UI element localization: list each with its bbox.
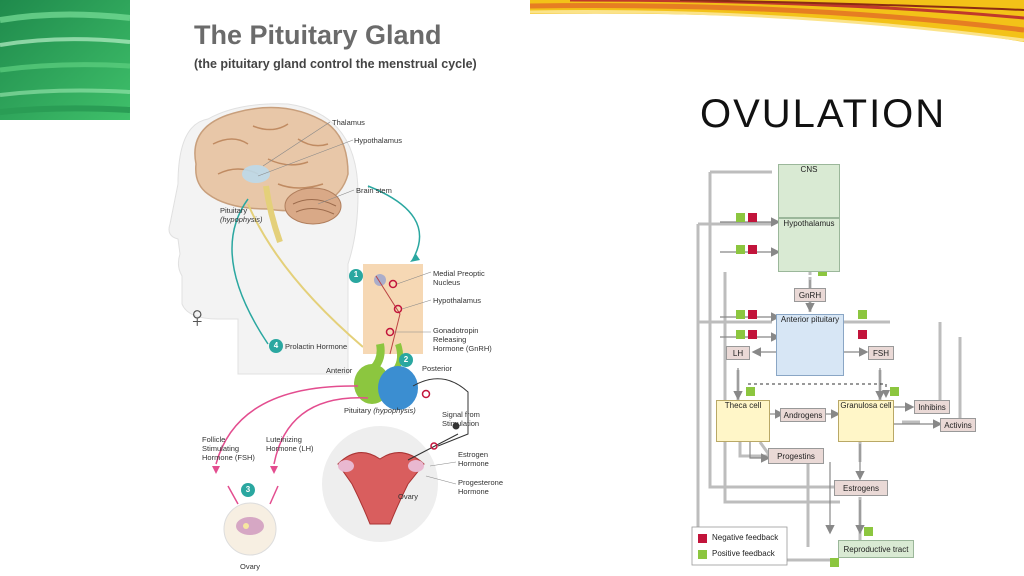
label-progesterone-2: Hormone xyxy=(458,487,489,496)
label-estrogen-1: Estrogen xyxy=(458,450,489,459)
box-gnrh: GnRH xyxy=(794,288,826,302)
box-granulosa-cell: Granulosa cell xyxy=(838,400,894,442)
box-reproductive-tract-label: Reproductive tract xyxy=(843,544,909,554)
box-estrogens-label: Estrogens xyxy=(842,483,880,493)
label-hypothalamus-2: Hypothalamus xyxy=(433,296,481,305)
label-fsh-3: Hormone (FSH) xyxy=(202,453,255,462)
decorative-green-stripes xyxy=(0,0,130,120)
box-hypothalamus-label: Hypothalamus xyxy=(783,219,835,228)
label-gnrh-1: Gonadotropin xyxy=(433,326,479,335)
label-gnrh-2: Releasing xyxy=(433,335,467,344)
label-hypothalamus: Hypothalamus xyxy=(354,136,402,145)
box-androgens-label: Androgens xyxy=(783,410,823,420)
box-inhibins-label: Inhibins xyxy=(918,402,946,412)
label-estrogen-2: Hormone xyxy=(458,459,489,468)
box-anterior-pituitary: Anterior pituitary xyxy=(776,314,844,376)
box-androgens: Androgens xyxy=(780,408,826,422)
box-lh-label: LH xyxy=(732,348,744,358)
legend-positive-feedback: Positive feedback xyxy=(712,549,775,558)
label-signal-1: Signal from xyxy=(442,410,480,419)
label-hypophysis: (hypophysis) xyxy=(220,215,263,224)
figure-title: The Pituitary Gland xyxy=(194,20,442,50)
box-inhibins: Inhibins xyxy=(914,400,950,414)
box-cns-label: CNS xyxy=(800,165,818,174)
step-number-3: 3 xyxy=(245,485,251,494)
label-gnrh-3: Hormone (GnRH) xyxy=(433,344,492,353)
label-pituitary: Pituitary xyxy=(220,206,248,215)
box-theca-cell: Theca cell xyxy=(716,400,770,442)
box-cns: CNS xyxy=(778,164,840,218)
slide-title: OVULATION xyxy=(700,92,947,136)
label-prolactin: Prolactin Hormone xyxy=(285,342,348,351)
box-fsh-label: FSH xyxy=(873,348,889,358)
box-activins-label: Activins xyxy=(944,420,972,430)
box-gnrh-label: GnRH xyxy=(798,290,822,300)
label-pituitary-bottom: Pituitary (hypophysis) xyxy=(344,406,416,415)
pituitary-illustration xyxy=(168,103,469,556)
ovulation-feedback-diagram: CNS Hypothalamus GnRH Anterior pituitary… xyxy=(690,162,980,567)
label-lh-1: Luteinizing xyxy=(266,435,302,444)
label-signal-2: Stimulation xyxy=(442,419,480,428)
box-fsh: FSH xyxy=(868,346,894,360)
decorative-orange-stripes xyxy=(530,0,1024,42)
posterior-pituitary xyxy=(378,366,418,410)
box-lh: LH xyxy=(726,346,750,360)
box-theca-cell-label: Theca cell xyxy=(724,401,762,410)
box-activins: Activins xyxy=(940,418,976,432)
label-lh-2: Hormone (LH) xyxy=(266,444,314,453)
figure-subtitle: (the pituitary gland control the menstru… xyxy=(194,57,477,71)
brain xyxy=(194,106,349,212)
box-progestins: Progestins xyxy=(768,448,824,464)
label-ovary-right: Ovary xyxy=(398,492,419,501)
label-medial-preoptic: Medial Preoptic xyxy=(433,269,485,278)
female-symbol-icon: ♀ xyxy=(186,301,209,334)
box-granulosa-cell-label: Granulosa cell xyxy=(840,401,892,410)
label-brain-stem: Brain stem xyxy=(356,186,392,195)
step-number-1: 1 xyxy=(353,270,359,279)
label-thalamus: Thalamus xyxy=(332,118,365,127)
box-reproductive-tract: Reproductive tract xyxy=(838,540,914,558)
box-hypothalamus: Hypothalamus xyxy=(778,218,840,272)
label-anterior: Anterior xyxy=(326,366,353,375)
label-fsh-2: Stimulating xyxy=(202,444,240,453)
legend-negative-feedback: Negative feedback xyxy=(712,533,779,542)
cerebellum xyxy=(284,187,342,225)
label-ovary-bottom: Ovary xyxy=(240,562,261,571)
box-progestins-label: Progestins xyxy=(777,451,815,461)
label-progesterone-1: Progesterone xyxy=(458,478,504,487)
step-number-4: 4 xyxy=(273,341,279,350)
label-nucleus: Nucleus xyxy=(433,278,461,287)
pituitary-gland-figure: The Pituitary Gland (the pituitary gland… xyxy=(158,14,528,574)
box-anterior-pituitary-label: Anterior pituitary xyxy=(780,315,840,324)
box-estrogens: Estrogens xyxy=(834,480,888,496)
label-posterior: Posterior xyxy=(422,364,453,373)
label-fsh-1: Follicle xyxy=(202,435,226,444)
step-number-2: 2 xyxy=(403,355,409,364)
